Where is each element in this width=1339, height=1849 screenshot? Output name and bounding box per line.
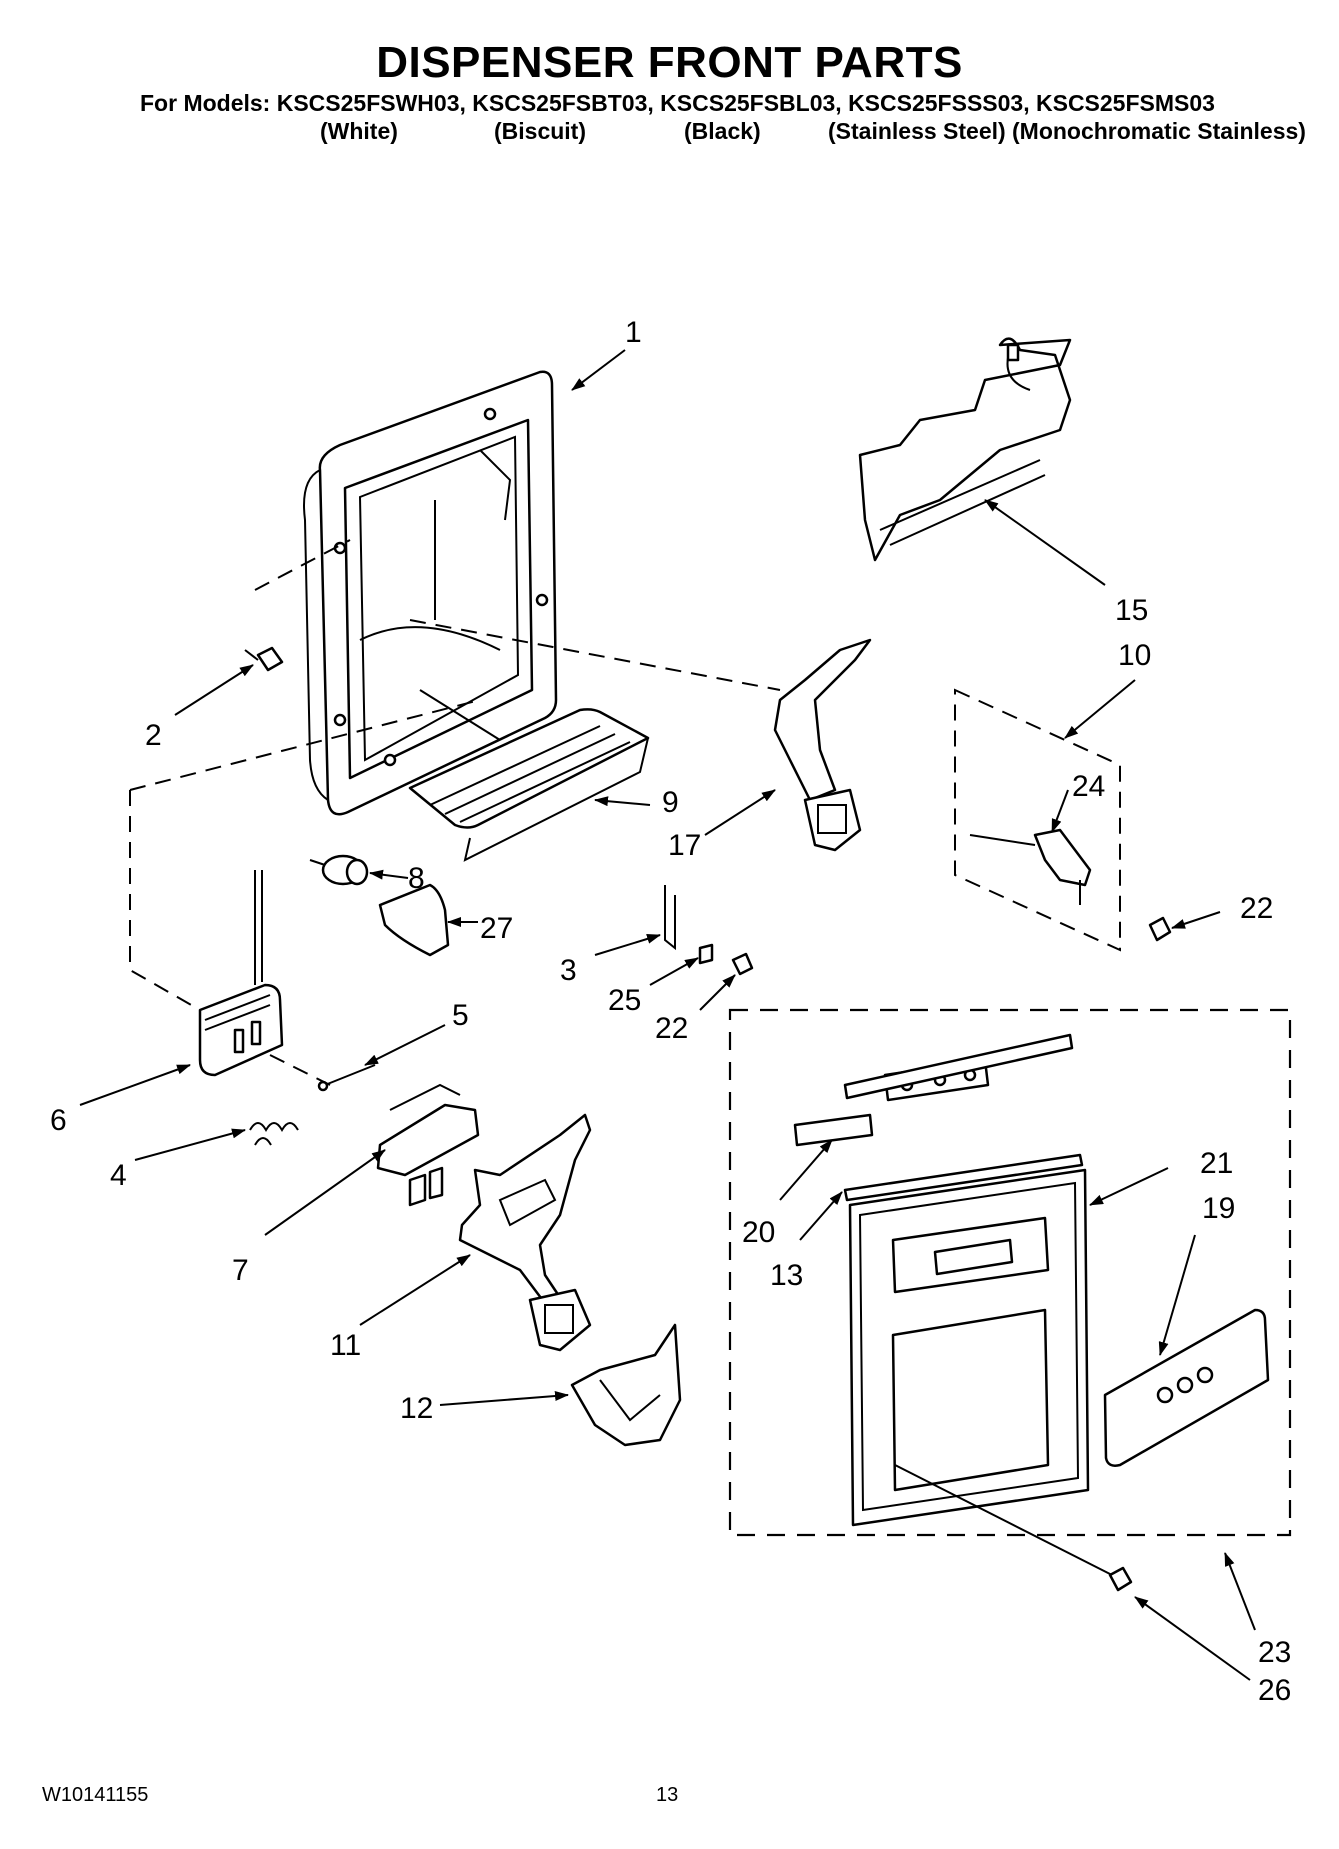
callout-5: 5 <box>452 999 469 1032</box>
callout-8: 8 <box>408 862 425 895</box>
part-12-funnel <box>570 1323 682 1447</box>
part-21-front-panel <box>848 1168 1090 1527</box>
callout-15: 15 <box>1115 594 1148 627</box>
part-17-actuator-lever <box>773 638 872 852</box>
callout-10: 10 <box>1118 639 1151 672</box>
callout-12: 12 <box>400 1392 433 1425</box>
part-8-plunger <box>309 854 369 886</box>
callout-24: 24 <box>1072 770 1105 803</box>
finish-biscuit: (Biscuit) <box>494 118 586 144</box>
callout-7: 7 <box>232 1254 249 1287</box>
callout-22-lower: 22 <box>655 1012 688 1045</box>
page-number: 13 <box>656 1784 679 1806</box>
callout-4: 4 <box>110 1159 127 1192</box>
part-5-pin <box>317 1064 376 1092</box>
part-22-screw-lower <box>731 952 754 976</box>
callout-22-upper: 22 <box>1240 892 1273 925</box>
callout-25: 25 <box>608 984 641 1017</box>
callout-21: 21 <box>1200 1147 1233 1180</box>
part-27-cover <box>378 883 450 957</box>
callout-6: 6 <box>50 1104 67 1137</box>
callout-19: 19 <box>1202 1192 1235 1225</box>
page-title: DISPENSER FRONT PARTS <box>376 38 963 87</box>
part-25-clip <box>698 943 714 965</box>
finish-monochromatic-stainless: (Monochromatic Stainless) <box>1012 118 1306 144</box>
part-11-actuator-arm <box>458 1113 592 1352</box>
part-22-screw-upper <box>1148 916 1172 942</box>
finish-stainless-steel: (Stainless Steel) <box>828 118 1006 144</box>
callout-2: 2 <box>145 719 162 752</box>
part-6-solenoid <box>198 870 284 1077</box>
callout-23: 23 <box>1258 1636 1291 1669</box>
part-3-spring-clip <box>664 885 676 951</box>
callout-27: 27 <box>480 912 513 945</box>
callout-13: 13 <box>770 1259 803 1292</box>
finish-white: (White) <box>320 118 398 144</box>
part-15-control-housing <box>858 337 1072 562</box>
document-number: W10141155 <box>42 1784 149 1806</box>
callout-17: 17 <box>668 829 701 862</box>
part-10-switch-assembly <box>954 688 1121 952</box>
callout-20: 20 <box>742 1216 775 1249</box>
part-1-dispenser-housing <box>303 370 558 816</box>
part-2-screw <box>244 646 284 672</box>
part-19-control-panel <box>1103 1308 1270 1467</box>
models-line: For Models: KSCS25FSWH03, KSCS25FSBT03, … <box>140 90 1215 116</box>
part-9-drip-tray <box>408 708 650 862</box>
finish-black: (Black) <box>684 118 761 144</box>
callout-11: 11 <box>330 1329 361 1362</box>
callout-1: 1 <box>625 316 642 349</box>
part-4-spring <box>249 1122 299 1146</box>
part-7-bracket <box>376 1083 480 1207</box>
callout-9: 9 <box>662 786 679 819</box>
part-26-screw <box>1108 1566 1133 1592</box>
part-13-strip <box>843 1033 1084 1202</box>
callout-3: 3 <box>560 954 577 987</box>
callout-26: 26 <box>1258 1674 1291 1707</box>
front-panel-assembly-box <box>728 1008 1292 1537</box>
